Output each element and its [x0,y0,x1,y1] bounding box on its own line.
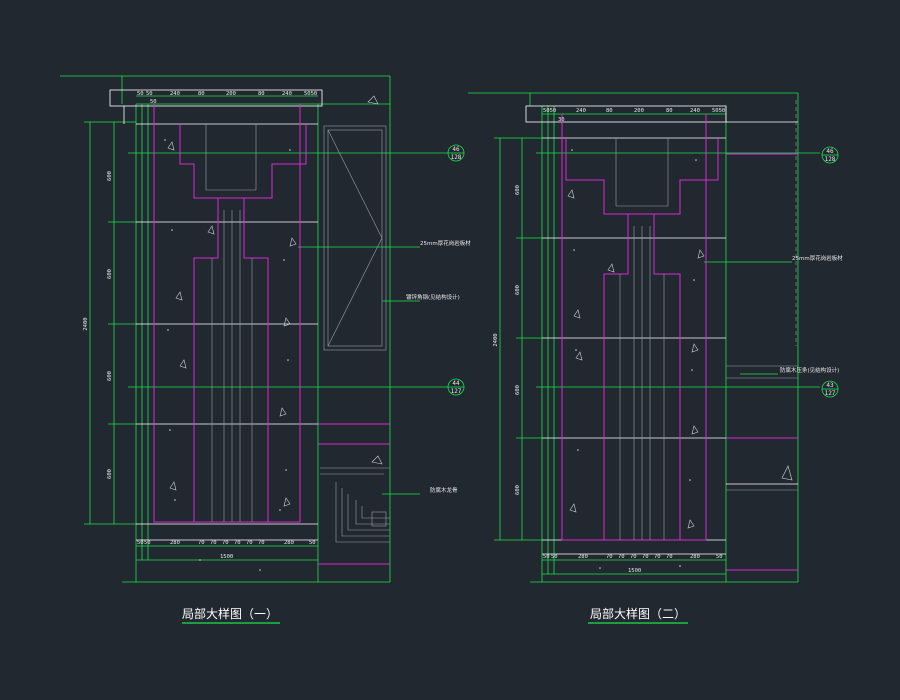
view2-frame [468,92,820,583]
view1-callout-2-top: 44 [452,380,460,387]
view2-bottom-dim: 70 [606,554,613,560]
view2-bottom-dim: 50 [543,554,550,560]
view1-concrete-hatch [164,139,291,571]
view2-bottom-dim: 50 [716,554,723,560]
view1-cap [109,89,323,541]
view2-callout-1 [821,146,839,164]
view2-bottom-dim: 70 [642,554,649,560]
view2-left-dim: 600 [515,185,521,195]
view2-cap [525,105,798,555]
view2-left-dim: 600 [515,485,521,495]
view1-top-dim: 200 [226,91,236,97]
view2-top-dim: 80 [606,108,613,114]
view2-annotation-1: 25mm厚花岗岩板材 [792,254,843,262]
detail-view-1: 46 128 44 127 25mm厚花岗岩板材 镀锌角钢(见结构设计) 防腐木… [60,75,471,624]
view1-overall-height: 2400 [83,317,89,330]
view1-bottom-dim: 50 [309,540,316,546]
view2-title: 局部大样图（二） [590,606,686,621]
view2-bottom-dim: 70 [666,554,673,560]
view1-aggregate-marks [167,95,383,507]
view1-annotation-1: 25mm厚花岗岩板材 [420,239,471,247]
view1-callout-1-top: 46 [452,146,460,153]
view1-steel-section [153,104,390,565]
view2-concrete-hatch [571,149,697,569]
view2-callout-2-top: 43 [826,382,834,389]
view1-callout-2-bottom: 127 [451,388,462,395]
view2-bottom-dim: 50 [551,554,558,560]
view1-annotation-2: 镀锌角钢(见结构设计) [406,293,460,301]
view1-bottom-dim: 50 [137,540,144,546]
view2-top-dim: 200 [634,108,644,114]
view2-callout-1-top: 46 [826,148,834,155]
view1-top-dim-sub: 50 [150,99,157,105]
view1-top-dim: 5050 [304,91,317,97]
view2-bottom-dim: 280 [690,554,700,560]
view2-left-dim: 600 [515,285,521,295]
view2-bottom-dim: 70 [618,554,625,560]
view1-bottom-dim: 70 [234,540,241,546]
view2-aggregate-marks [567,189,793,529]
view2-overall-width: 1500 [628,568,641,574]
view1-frame [60,75,448,583]
view2-overall-height: 2400 [493,333,499,346]
detail-view-2: 46 128 43 127 25mm厚花岗岩板材 防腐木压条(见结构设计) 50… [468,92,843,624]
view1-bottom-dim: 70 [210,540,217,546]
view1-bottom-dim: 70 [222,540,229,546]
view1-bottom-dim: 280 [170,540,180,546]
view2-left-dim: 600 [515,385,521,395]
view1-callout-1-bottom: 128 [451,154,462,161]
view1-top-dim: 50 [137,91,144,97]
view2-top-dim: 5050 [712,108,725,114]
view2-bottom-dim: 70 [654,554,661,560]
view2-top-dim: 240 [576,108,586,114]
view2-callout-2-bottom: 127 [825,390,836,397]
view1-top-dim: 80 [258,91,265,97]
view2-top-dim: 240 [690,108,700,114]
view2-top-dim-sub: 30 [558,117,565,123]
view1-top-dim: 240 [282,91,292,97]
view2-callout-2 [821,380,839,398]
view1-title: 局部大样图（一） [182,606,278,621]
view1-bottom-dim: 50 [144,540,151,546]
view1-top-dim: 80 [198,91,205,97]
view1-bottom-dim: 70 [246,540,253,546]
view2-annotation-2: 防腐木压条(见结构设计) [780,366,839,374]
view1-left-dim: 600 [107,171,113,181]
view2-bottom-dim: 280 [578,554,588,560]
view1-overall-width: 1500 [220,554,233,560]
view1-bottom-dim: 70 [198,540,205,546]
view1-callout-1 [447,144,465,162]
view2-top-dim: 80 [666,108,673,114]
view2-internal-lines [615,100,798,540]
view1-annotation-3: 防腐木龙骨 [430,486,458,494]
view2-steel-section [561,114,798,571]
view1-top-dim: 50 [146,91,153,97]
view1-internal-lines [205,124,390,543]
view1-left-dim: 600 [107,469,113,479]
view1-top-dim: 240 [170,91,180,97]
view1-left-dim: 600 [107,269,113,279]
view1-bottom-dim: 280 [284,540,294,546]
view2-bottom-dim: 70 [630,554,637,560]
view1-callout-2 [447,378,465,396]
view1-left-dim: 600 [107,371,113,381]
view2-callout-1-bottom: 128 [825,156,836,163]
view2-top-dim: 5050 [543,108,556,114]
view1-bottom-dim: 70 [258,540,265,546]
